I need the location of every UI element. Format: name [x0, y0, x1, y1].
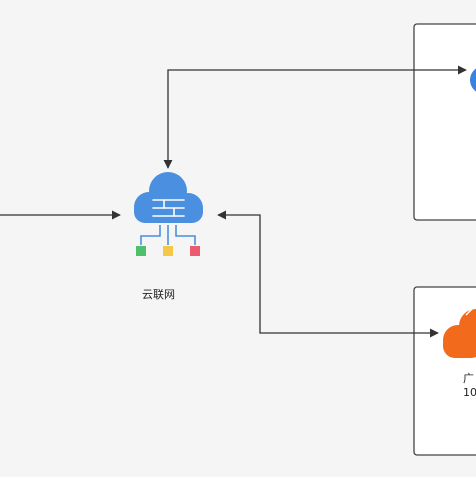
top-region-box[interactable] — [413, 23, 476, 221]
bottom-region-label-line2: 10. — [463, 386, 476, 399]
bottom-region-label-line1: 广 — [463, 372, 474, 385]
port-red — [190, 246, 200, 256]
bottom-region-cloud-icon[interactable] — [443, 304, 476, 358]
cloud-network-label: 云联网 — [142, 288, 175, 301]
bottom-region-label: 广 10. — [463, 372, 476, 400]
port-green — [136, 246, 146, 256]
connector-cloud-network-to-bottom-region — [217, 210, 439, 338]
connector-cloud-network-to-top-region — [163, 65, 467, 169]
cloud-network-glyph — [152, 199, 185, 217]
cloud-network-icon[interactable] — [134, 172, 203, 256]
port-yellow — [163, 246, 173, 256]
cloud-network-links — [140, 225, 196, 245]
top-region-cloud-icon[interactable] — [470, 66, 476, 94]
